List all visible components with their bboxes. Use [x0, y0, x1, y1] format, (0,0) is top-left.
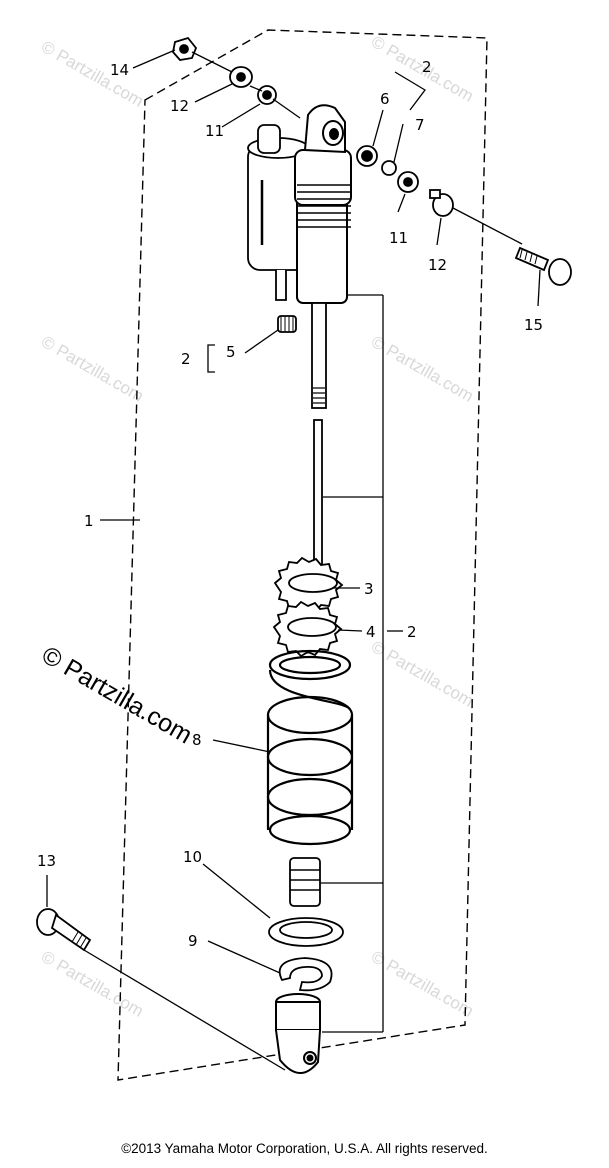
watermark-large: © Partzilla.com: [37, 641, 197, 749]
label-13: 13: [37, 852, 56, 870]
label-9: 9: [188, 932, 198, 950]
label-3: 3: [364, 580, 374, 598]
bump-stop: [289, 857, 321, 907]
copyright-notice: ©2013 Yamaha Motor Corporation, U.S.A. A…: [121, 1141, 488, 1156]
piston-rod: [311, 302, 327, 571]
watermark: © Partzilla.com: [368, 332, 477, 406]
reservoir: [247, 124, 309, 301]
watermark: © Partzilla.com: [38, 332, 147, 406]
watermark: © Partzilla.com: [38, 947, 147, 1021]
label-5: 5: [226, 343, 236, 361]
watermark: © Partzilla.com: [368, 637, 477, 711]
label-4: 4: [366, 623, 376, 641]
watermark: © Partzilla.com: [38, 37, 147, 111]
label-2-right: 2: [407, 623, 417, 641]
label-11-right: 11: [389, 229, 408, 247]
watermark: © Partzilla.com: [368, 947, 477, 1021]
upper-mount-bolt: [514, 246, 572, 286]
upper-right-hardware: [356, 145, 454, 217]
label-1: 1: [84, 512, 94, 530]
label-12-left: 12: [170, 97, 189, 115]
lower-mount-bolt: [36, 908, 92, 952]
lower-clevis: [275, 993, 321, 1074]
label-14: 14: [110, 61, 129, 79]
reservoir-nut: [277, 315, 297, 333]
label-8: 8: [192, 731, 202, 749]
upper-left-hardware: [172, 36, 277, 105]
label-12-right: 12: [428, 256, 447, 274]
label-10: 10: [183, 848, 202, 866]
assembly-outline: [117, 29, 488, 1081]
label-7: 7: [415, 116, 425, 134]
label-2-mid: 2: [181, 350, 191, 368]
leader-lines: [46, 49, 541, 1071]
part-labels: 14 12 11 2 6 7 11 12 15 2 5 1 3 4 2 8 10…: [37, 58, 543, 950]
label-11-left: 11: [205, 122, 224, 140]
label-15: 15: [524, 316, 543, 334]
spring-seat-rings: [272, 556, 344, 658]
coil-spring: [266, 649, 354, 846]
circlip: [278, 957, 333, 992]
spring-guide-washer: [268, 917, 344, 947]
label-6: 6: [380, 90, 390, 108]
damper-body: [294, 104, 352, 304]
label-2-top: 2: [422, 58, 432, 76]
